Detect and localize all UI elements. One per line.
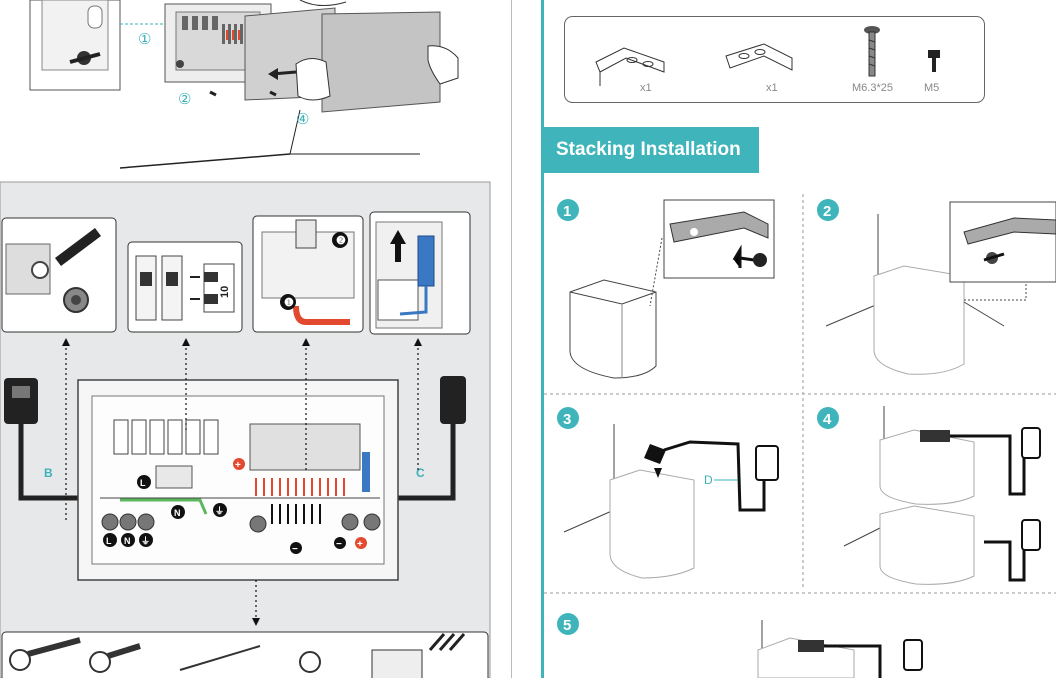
step-number-3: 3 [563, 411, 571, 428]
grid-dividers [544, 194, 1056, 594]
step-4-illustration [843, 406, 1041, 585]
hardware-qty-2: x1 [766, 82, 778, 94]
polarity-minus-right-label: − [336, 539, 342, 550]
left-illustrations: ① ② ④ 10 ❶ ❷ [0, 0, 491, 678]
step-1-illustration [569, 199, 775, 379]
detail-breaker [127, 241, 243, 333]
step-2-illustration [825, 201, 1056, 375]
polarity-minus-center-label: − [292, 544, 298, 555]
terminal-label-ground: ⏚ [141, 536, 150, 546]
left-column: ① ② ④ 10 ❶ ❷ [0, 0, 512, 678]
detail-number-1: ❶ [284, 297, 294, 309]
terminal-label-ground-top: ⏚ [215, 506, 224, 516]
step-number-5: 5 [563, 617, 571, 634]
terminal-label-l-top: L [140, 478, 146, 488]
hardware-qty-4: M5 [924, 82, 939, 94]
main-wiring-box [77, 379, 399, 581]
polarity-plus-right-label: + [357, 539, 363, 550]
hardware-qty-1: x1 [640, 82, 652, 94]
polarity-plus-left-label: + [235, 460, 241, 471]
cable-label-b: B [44, 466, 53, 480]
accent-rule [541, 0, 544, 678]
screw-icon-m5 [928, 50, 940, 72]
hardware-box: x1 x1 M6.3*25 M5 [564, 16, 986, 104]
bracket-icon-1 [595, 47, 665, 86]
left-connector-plug [4, 378, 100, 501]
step-label-1: ① [138, 31, 151, 48]
column-divider [511, 0, 512, 678]
step-number-2: 2 [823, 203, 831, 220]
terminal-label-l: L [106, 536, 112, 546]
wall-mount-illustration [29, 0, 459, 169]
right-connector-plug [380, 376, 466, 501]
bracket-icon-2 [725, 43, 793, 71]
polarity-minus-right [334, 537, 346, 549]
breaker-rating: 10 [219, 286, 231, 298]
step-label-4: ④ [296, 111, 309, 128]
screw-icon-m63 [864, 26, 880, 77]
detail-number-2: ❷ [336, 235, 346, 247]
bottom-detail-strip [1, 631, 489, 678]
polarity-minus-center [290, 542, 302, 554]
section-title: Stacking Installation [542, 127, 759, 173]
steps-grid: 1 2 3 4 5 D [544, 180, 1056, 678]
step-5-illustration [757, 620, 923, 678]
cable-label-d: D [704, 473, 713, 487]
polarity-plus-right [355, 537, 367, 549]
hardware-qty-3: M6.3*25 [852, 82, 893, 94]
step-label-2: ② [178, 91, 191, 108]
step-number-1: 1 [563, 203, 571, 220]
step-badges [557, 199, 839, 635]
polarity-plus-left [233, 458, 245, 470]
terminal-labels [103, 475, 227, 547]
detail-ring-terminal [1, 217, 117, 333]
detail-terminal-insert [252, 215, 364, 333]
step-3-illustration [563, 424, 779, 579]
detail-blue-connector [369, 211, 471, 335]
terminal-label-n-top: N [174, 508, 181, 518]
step-number-4: 4 [823, 411, 832, 428]
terminal-label-n: N [124, 536, 131, 546]
pointer-arrows [65, 344, 419, 620]
cable-label-c: C [416, 466, 425, 480]
pointer-arrowheads [62, 338, 422, 626]
